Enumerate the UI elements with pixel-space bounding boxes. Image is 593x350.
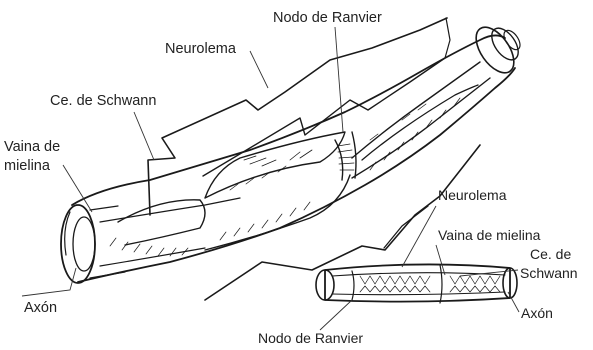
leader-schwann [134,112,154,160]
inset-nerve-fiber [316,264,517,303]
main-label-vaina-line2: mielina [4,158,51,174]
main-nerve-fiber [61,18,524,300]
inset-leader-neurolema [402,206,436,267]
inset-label-schwann-line1: Ce. de [530,246,571,262]
leader-axon [22,268,76,296]
inset-label-vaina: Vaina de mielina [438,227,541,243]
inset-leader-nodo-ranvier [320,300,352,330]
inset-label-schwann-line2: Schwann [520,265,578,281]
main-label-neurolema: Neurolema [165,41,237,57]
main-label-nodo-ranvier: Nodo de Ranvier [273,10,382,26]
main-label-schwann: Ce. de Schwann [50,93,156,109]
leader-neurolema [250,51,268,88]
inset-label-nodo-ranvier: Nodo de Ranvier [258,330,363,346]
main-label-vaina-line1: Vaina de [4,139,60,155]
inset-labels: Neurolema Vaina de mielina Ce. de Schwan… [258,187,578,346]
inset-label-axon: Axón [521,305,553,321]
inset-label-neurolema: Neurolema [438,187,507,203]
main-fiber-left-face [61,205,95,283]
main-label-axon: Axón [24,300,57,316]
